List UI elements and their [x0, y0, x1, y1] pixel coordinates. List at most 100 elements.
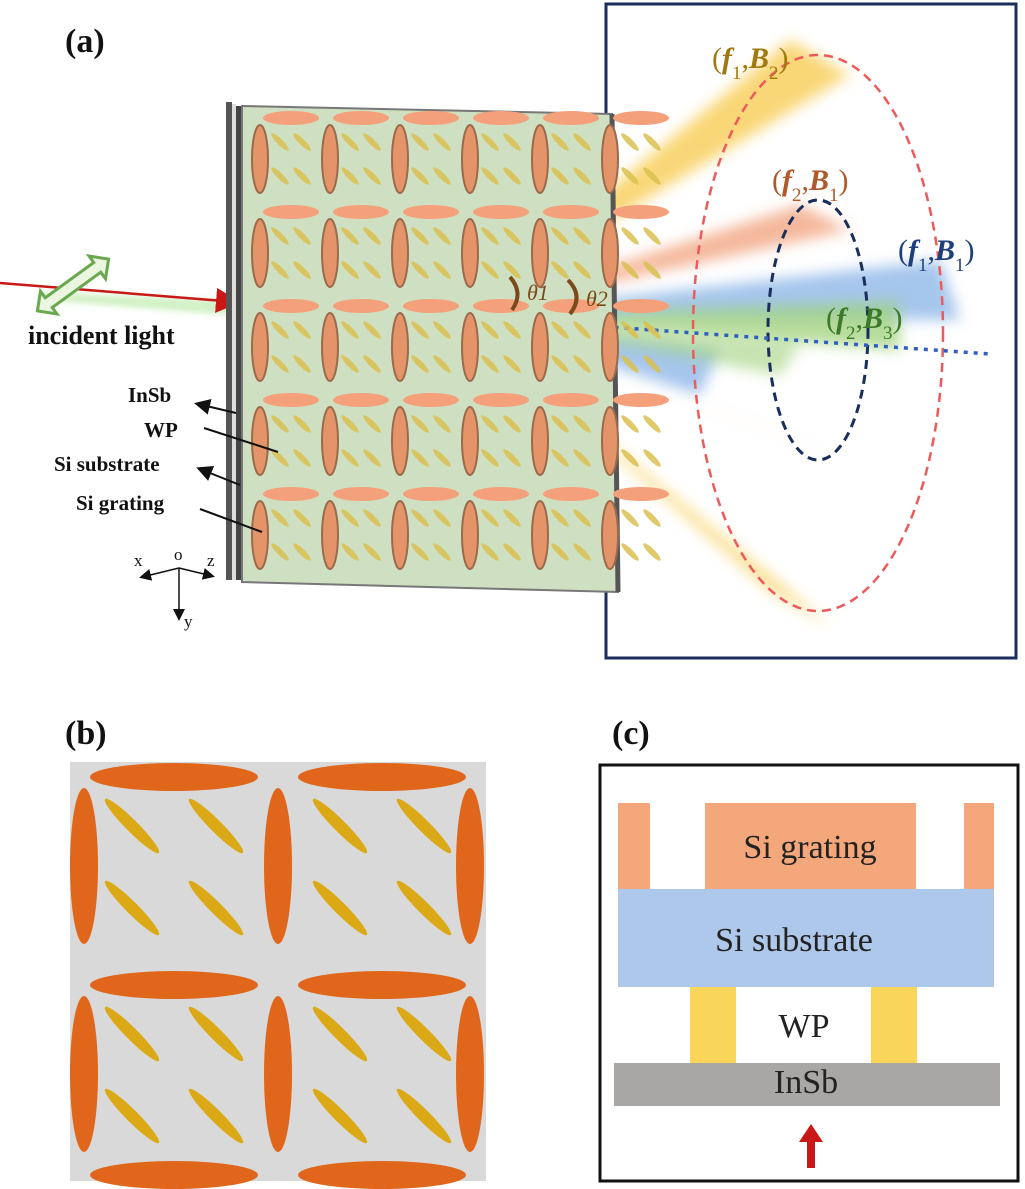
meta-diagonal-ellipse: [621, 509, 639, 527]
meta-diagonal-ellipse: [503, 321, 521, 339]
meta-diagonal-ellipse: [643, 355, 661, 373]
metasurface-unit-cells: [251, 111, 669, 570]
meta-diagonal-ellipse: [411, 261, 429, 279]
theta1-arc: [508, 275, 520, 312]
meta-diagonal-ellipse: [503, 415, 521, 433]
horizontal-ellipse: [90, 1161, 258, 1189]
meta-vertical-ellipse: [321, 500, 339, 570]
axis-y-label: y: [184, 612, 193, 631]
diagonal-ellipse: [188, 1006, 244, 1062]
meta-diagonal-ellipse: [363, 227, 381, 245]
meta-diagonal-ellipse: [293, 227, 311, 245]
meta-horizontal-ellipse: [403, 111, 459, 125]
meta-horizontal-ellipse: [543, 487, 599, 501]
meta-diagonal-ellipse: [551, 227, 569, 245]
meta-diagonal-ellipse: [551, 167, 569, 185]
diagonal-ellipse: [396, 1088, 452, 1144]
meta-diagonal-ellipse: [481, 355, 499, 373]
si-grating-right-block: [964, 803, 994, 889]
meta-vertical-ellipse: [601, 500, 619, 570]
meta-diagonal-ellipse: [433, 261, 451, 279]
meta-diagonal-ellipse: [481, 543, 499, 561]
meta-diagonal-ellipse: [271, 227, 289, 245]
meta-horizontal-ellipse: [543, 393, 599, 407]
meta-diagonal-ellipse: [341, 261, 359, 279]
meta-diagonal-ellipse: [433, 321, 451, 339]
meta-diagonal-ellipse: [551, 415, 569, 433]
si-substrate-block: [618, 889, 994, 987]
meta-diagonal-ellipse: [621, 543, 639, 561]
meta-vertical-ellipse: [601, 218, 619, 288]
meta-diagonal-ellipse: [271, 133, 289, 151]
si-grating-center-block: [705, 803, 916, 889]
meta-diagonal-ellipse: [551, 509, 569, 527]
polarization-arrow-icon: [35, 253, 111, 317]
meta-diagonal-ellipse: [411, 227, 429, 245]
panel-c: (c) Si grating Si substrate WP InSb: [598, 715, 1020, 1183]
panel-b-label: (b): [65, 715, 107, 752]
label-si-substrate: Si substrate: [54, 452, 160, 476]
meta-horizontal-ellipse: [263, 111, 319, 125]
vertical-ellipse: [70, 996, 98, 1152]
meta-diagonal-ellipse: [341, 133, 359, 151]
meta-horizontal-ellipse: [473, 205, 529, 219]
meta-diagonal-ellipse: [271, 261, 289, 279]
meta-diagonal-ellipse: [433, 449, 451, 467]
cs-insb-label: InSb: [774, 1064, 838, 1101]
meta-horizontal-ellipse: [613, 299, 669, 313]
meta-diagonal-ellipse: [643, 261, 661, 279]
meta-diagonal-ellipse: [503, 449, 521, 467]
meta-diagonal-ellipse: [433, 167, 451, 185]
meta-vertical-ellipse: [461, 124, 479, 194]
meta-diagonal-ellipse: [621, 415, 639, 433]
meta-horizontal-ellipse: [613, 205, 669, 219]
meta-diagonal-ellipse: [621, 261, 639, 279]
meta-diagonal-ellipse: [341, 167, 359, 185]
meta-vertical-ellipse: [601, 124, 619, 194]
panel-b: (b): [65, 715, 486, 1189]
meta-vertical-ellipse: [251, 312, 269, 382]
meta-vertical-ellipse: [601, 312, 619, 382]
incident-light-label: incident light: [28, 321, 175, 350]
theta2-arc: [566, 278, 579, 316]
meta-diagonal-ellipse: [293, 321, 311, 339]
meta-diagonal-ellipse: [643, 227, 661, 245]
diagonal-ellipse: [104, 1088, 160, 1144]
meta-diagonal-ellipse: [503, 133, 521, 151]
meta-diagonal-ellipse: [503, 543, 521, 561]
wp-left-pillar: [690, 987, 736, 1063]
meta-diagonal-ellipse: [341, 227, 359, 245]
si-grating-left-block: [618, 803, 650, 889]
diagonal-ellipse: [104, 1006, 160, 1062]
meta-horizontal-ellipse: [333, 487, 389, 501]
meta-diagonal-ellipse: [573, 543, 591, 561]
meta-diagonal-ellipse: [573, 355, 591, 373]
meta-diagonal-ellipse: [341, 415, 359, 433]
incident-arrow-icon: [799, 1124, 823, 1168]
meta-diagonal-ellipse: [573, 227, 591, 245]
meta-diagonal-ellipse: [573, 449, 591, 467]
meta-diagonal-ellipse: [341, 321, 359, 339]
pointer-si-substrate: [196, 466, 241, 486]
meta-diagonal-ellipse: [621, 321, 639, 339]
meta-diagonal-ellipse: [551, 321, 569, 339]
meta-horizontal-ellipse: [403, 393, 459, 407]
axis-z-label: z: [207, 551, 215, 570]
panel-a-label: (a): [65, 23, 105, 60]
meta-diagonal-ellipse: [573, 321, 591, 339]
meta-diagonal-ellipse: [363, 321, 381, 339]
meta-diagonal-ellipse: [271, 355, 289, 373]
pointer-si-grating: [199, 508, 263, 533]
meta-horizontal-ellipse: [263, 393, 319, 407]
pointer-insb: [194, 398, 237, 415]
meta-horizontal-ellipse: [333, 111, 389, 125]
meta-diagonal-ellipse: [411, 355, 429, 373]
meta-vertical-ellipse: [531, 218, 549, 288]
meta-diagonal-ellipse: [481, 449, 499, 467]
diagonal-ellipse: [396, 1006, 452, 1062]
diagonal-ellipse: [312, 798, 368, 854]
meta-diagonal-ellipse: [573, 415, 591, 433]
meta-horizontal-ellipse: [403, 205, 459, 219]
meta-horizontal-ellipse: [543, 205, 599, 219]
